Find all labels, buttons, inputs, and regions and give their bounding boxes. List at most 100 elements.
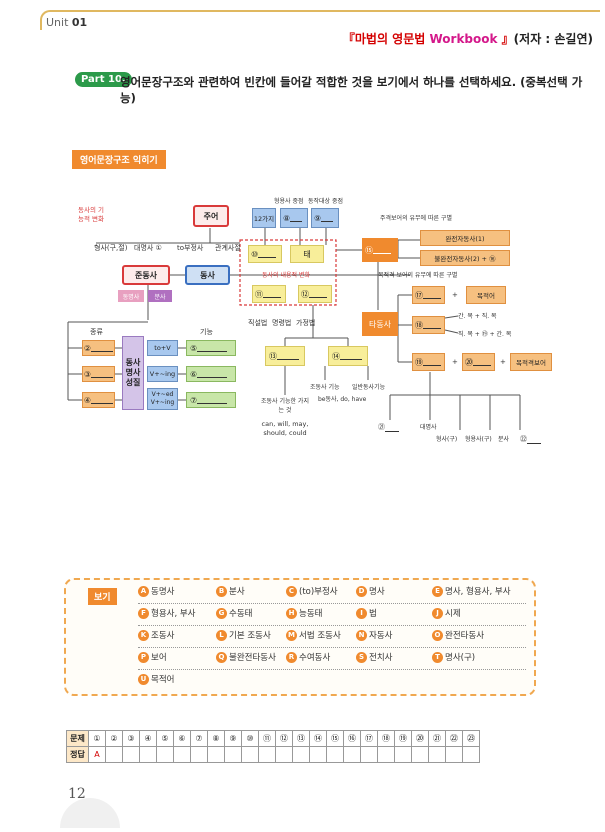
problem-number: ⑨ (224, 730, 242, 747)
option-key: B (216, 585, 227, 597)
trans-row-a: 간. 목 + 직. 목 (458, 313, 497, 320)
answer-cell[interactable] (241, 746, 259, 763)
answer-cell[interactable] (139, 746, 157, 763)
page-number: 12 (68, 786, 86, 802)
problem-number: ⑫ (275, 730, 293, 747)
row-head-answer: 정답 (66, 746, 89, 763)
option-text: 조동사 (151, 631, 175, 641)
left-note: 동사의 기능적 변화 (78, 206, 104, 223)
gerund-tag: 동명사 (118, 290, 144, 302)
option-text: 서법 조동사 (299, 631, 341, 641)
bottom-noun: 형사(구) (436, 436, 458, 443)
problem-number: ⑱ (377, 730, 395, 747)
answer-cell[interactable] (258, 746, 276, 763)
blank-10: ⑩ (248, 245, 282, 263)
aux-note: 조동사 기능한 가지는 것 (261, 398, 309, 414)
form-to-v: to+V (147, 340, 178, 356)
col-form: 종류 (90, 328, 103, 336)
mood-3: 가정법 (296, 319, 316, 327)
option-text: 능동태 (299, 609, 323, 619)
answer-cell[interactable] (275, 746, 293, 763)
answer-cell[interactable] (343, 746, 361, 763)
option-key: G (216, 607, 227, 619)
answer-cell[interactable] (122, 746, 140, 763)
section-title: 영어문장구조 익히기 (72, 150, 166, 169)
col-func: 기능 (200, 328, 213, 336)
trans-label: 목적격 보어의 유무에 따른 구별 (378, 272, 458, 279)
answer-cell[interactable] (105, 746, 123, 763)
incomplete-intrans: 불완전자동사(2) + ⑯ (420, 250, 510, 266)
problem-number: ㉒ (445, 730, 463, 747)
answer-cell[interactable] (411, 746, 429, 763)
option-text: 수여동사 (299, 653, 331, 663)
bottom-adj: 형용사(구) (465, 436, 492, 443)
problem-number: ⑰ (360, 730, 378, 747)
modals: can, will, may, should, could (261, 420, 309, 437)
option-key: H (286, 607, 297, 619)
subject-item-3: to부정사 (177, 244, 204, 252)
plus-3: + (500, 358, 506, 366)
answer-cell[interactable] (394, 746, 412, 763)
bogi-tag: 보기 (88, 588, 117, 605)
part-badge: Part 10. (75, 72, 132, 87)
divider (138, 669, 526, 670)
answer-cell[interactable] (377, 746, 395, 763)
answer-cell[interactable] (309, 746, 327, 763)
aux-type-1: 조동사 기능 (310, 384, 340, 391)
answer-cell[interactable] (190, 746, 208, 763)
answer-cell[interactable] (445, 746, 463, 763)
option-key: S (356, 651, 367, 663)
option-key: Q (216, 651, 227, 663)
answer-cell[interactable] (224, 746, 242, 763)
problem-number: ③ (122, 730, 140, 747)
option-key: U (138, 673, 149, 685)
option-text: 목적어 (151, 675, 175, 685)
problem-number: ㉓ (462, 730, 480, 747)
header-rule (40, 10, 600, 30)
answer-cell[interactable] (292, 746, 310, 763)
answer-cell[interactable] (428, 746, 446, 763)
subject-box: 주어 (193, 205, 229, 227)
blank-19: ⑲ (412, 353, 445, 371)
blank-13: ⑬ (265, 346, 305, 366)
answer-cell[interactable] (360, 746, 378, 763)
option-text: 법 (369, 609, 377, 619)
answer-cell[interactable] (326, 746, 344, 763)
option-key: O (432, 629, 443, 641)
answer-cell[interactable] (462, 746, 480, 763)
bogi-option: C(to)부정사 (286, 585, 338, 597)
answer-cell[interactable]: A (88, 746, 106, 763)
problem-number: ⑪ (258, 730, 276, 747)
mood-1: 직설법 (248, 319, 268, 327)
answer-cell[interactable] (173, 746, 191, 763)
nva-box: 동사 명사 성질 (122, 336, 144, 410)
option-key: J (432, 607, 443, 619)
subject-item-4: 관계사절 (215, 244, 241, 252)
problem-number: ⑯ (343, 730, 361, 747)
option-text: (to)부정사 (299, 587, 338, 597)
option-key: K (138, 629, 149, 641)
blank-4: ④ (82, 392, 115, 408)
bottom-pronoun: 대명사 (420, 424, 437, 431)
intrans-label: 주격보어의 유무에 따른 구별 (380, 215, 452, 222)
answer-cell[interactable] (156, 746, 174, 763)
option-text: 동명사 (151, 587, 175, 597)
problem-number: ⑥ (173, 730, 191, 747)
blank-3: ③ (82, 366, 115, 382)
option-text: 형용사, 부사 (151, 609, 196, 619)
blank-2: ② (82, 340, 115, 356)
answer-cell[interactable] (207, 746, 225, 763)
tense-box: 12가지 (252, 208, 276, 228)
